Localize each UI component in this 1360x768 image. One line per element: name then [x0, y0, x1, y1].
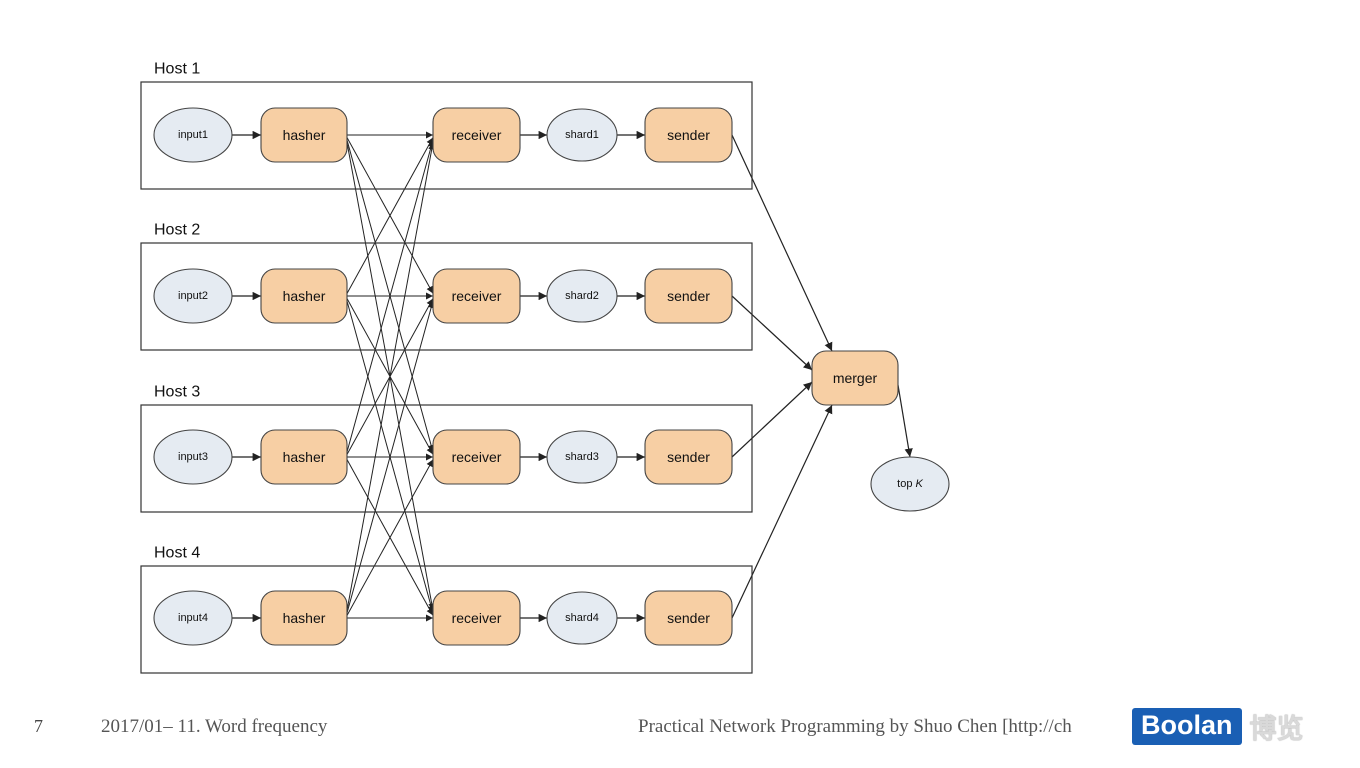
sender-4-node: sender	[644, 590, 733, 646]
merger-node: merger	[811, 350, 899, 406]
host-2-label: Host 2	[154, 222, 200, 239]
receiver-2-label: receiver	[452, 288, 502, 304]
input-1-label: input1	[178, 129, 208, 141]
hasher-3-label: hasher	[283, 449, 326, 465]
topk-node: top K	[870, 456, 950, 512]
boolan-logo: Boolan 博览	[1132, 707, 1304, 746]
edge-sender1-merger	[731, 134, 833, 352]
hasher-1-label: hasher	[283, 127, 326, 143]
topk-label: top K	[897, 478, 923, 490]
input-2-label: input2	[178, 290, 208, 302]
input-4-label: input4	[178, 612, 208, 624]
receiver-1-label: receiver	[452, 127, 502, 143]
hasher-4-label: hasher	[283, 610, 326, 626]
input-2-node: input2	[153, 268, 233, 324]
shard-1-label: shard1	[565, 129, 599, 141]
receiver-2-node: receiver	[432, 268, 521, 324]
footer-course-credit: Practical Network Programming by Shuo Ch…	[638, 716, 1072, 737]
edge-hasher4-receiver2	[346, 300, 435, 614]
edge-sender3-merger	[731, 381, 813, 458]
sender-2-node: sender	[644, 268, 733, 324]
logo-chinese: 博览	[1249, 714, 1304, 745]
input-1-node: input1	[153, 107, 233, 163]
edge-sender2-merger	[731, 295, 813, 371]
receiver-1-node: receiver	[432, 107, 521, 163]
receiver-3-node: receiver	[432, 429, 521, 485]
hasher-2-node: hasher	[260, 268, 348, 324]
word-frequency-diagram: Host 1 Host 2 Host 3 Host 4 input1 hasher rec…	[140, 61, 950, 674]
edge-merger-topk	[897, 384, 913, 458]
shard-4-node: shard4	[546, 591, 618, 645]
footer-lecture-title: 2017/01– 11. Word frequency	[101, 716, 328, 737]
edge-sender4-merger	[731, 404, 833, 619]
sender-1-label: sender	[667, 127, 710, 143]
sender-3-label: sender	[667, 449, 710, 465]
shard-3-label: shard3	[565, 451, 599, 463]
edge-hasher2-receiver1	[346, 137, 434, 294]
host-1-box	[140, 81, 753, 190]
shard-1-node: shard1	[546, 108, 618, 162]
sender-1-node: sender	[644, 107, 733, 163]
shard-2-label: shard2	[565, 290, 599, 302]
host-1-group: Host 1	[140, 61, 753, 190]
edge-hasher3-receiver1	[346, 139, 435, 453]
edge-hasher4-receiver1	[346, 142, 436, 611]
logo-brand: Boolan	[1132, 708, 1242, 745]
host-4-group: Host 4	[140, 545, 753, 674]
page-number: 7	[34, 716, 43, 736]
host-2-group: Host 2	[140, 222, 753, 351]
shard-3-node: shard3	[546, 430, 618, 484]
host-3-group: Host 3	[140, 384, 753, 513]
input-3-node: input3	[153, 429, 233, 485]
receiver-4-label: receiver	[452, 610, 502, 626]
host-3-box	[140, 404, 753, 513]
input-4-node: input4	[153, 590, 233, 646]
receiver-4-node: receiver	[432, 590, 521, 646]
sender-4-label: sender	[667, 610, 710, 626]
hasher-4-node: hasher	[260, 590, 348, 646]
input-3-label: input3	[178, 451, 208, 463]
sender-3-node: sender	[644, 429, 733, 485]
hasher-2-label: hasher	[283, 288, 326, 304]
host-2-box	[140, 242, 753, 351]
shard-4-label: shard4	[565, 612, 599, 624]
host-4-label: Host 4	[154, 545, 200, 562]
shard-2-node: shard2	[546, 269, 618, 323]
hasher-1-node: hasher	[260, 107, 348, 163]
host-3-label: Host 3	[154, 384, 200, 401]
hasher-3-node: hasher	[260, 429, 348, 485]
sender-2-label: sender	[667, 288, 710, 304]
host-4-box	[140, 565, 753, 674]
receiver-3-label: receiver	[452, 449, 502, 465]
edge-hasher4-receiver3	[346, 459, 434, 616]
host-1-label: Host 1	[154, 61, 200, 78]
merger-label: merger	[833, 370, 878, 386]
